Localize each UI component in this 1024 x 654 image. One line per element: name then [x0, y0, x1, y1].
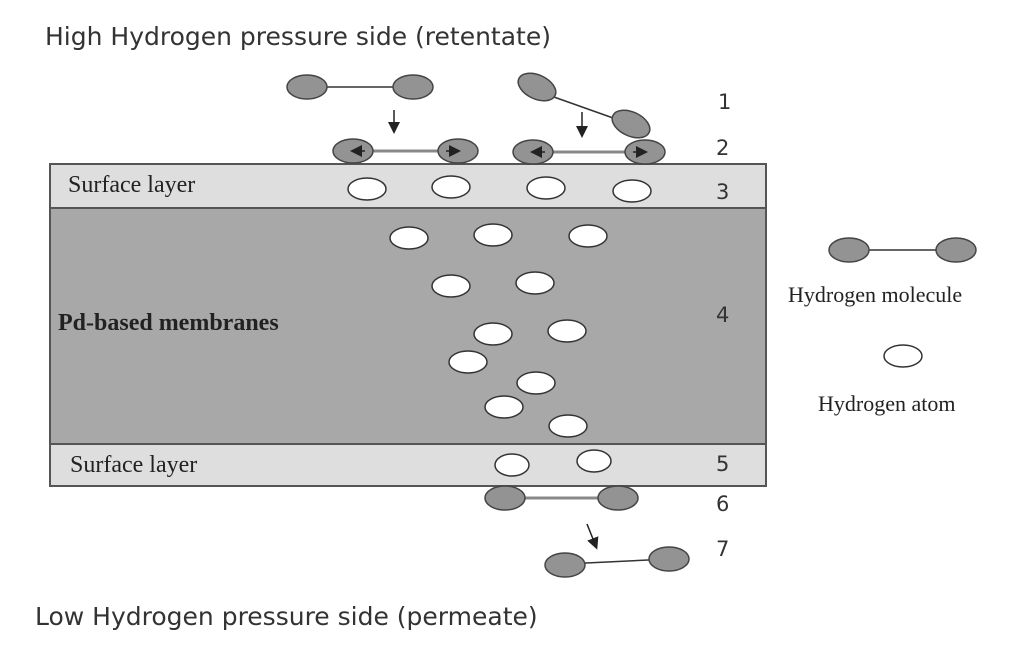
bulk-atoms [389, 223, 608, 438]
bottom-label: Low Hydrogen pressure side (permeate) [35, 602, 538, 631]
step-number: 7 [716, 537, 729, 561]
molecule-dissociating-1 [332, 138, 479, 164]
step-number: 3 [716, 180, 729, 204]
legend-atom-label: Hydrogen atom [818, 391, 955, 416]
legend-molecule-label: Hydrogen molecule [788, 282, 962, 307]
surface-atoms-top [347, 175, 652, 203]
step-number: 1 [718, 90, 731, 114]
step-number: 5 [716, 452, 729, 476]
legend-molecule-icon [828, 237, 977, 263]
arrow-down-right-icon [586, 523, 599, 550]
molecule-desorbed [544, 546, 690, 578]
bottom-surface-label: Surface layer [70, 452, 197, 478]
legend-atom-icon [883, 344, 923, 368]
molecule-recombined [484, 485, 639, 511]
molecule-incoming-2 [517, 72, 651, 139]
molecule-dissociating-2 [512, 139, 666, 165]
molecule-incoming-1 [286, 74, 434, 100]
bottom-surface-layer [49, 443, 767, 487]
surface-atoms-bottom [494, 449, 612, 477]
top-label: High Hydrogen pressure side (retentate) [45, 22, 551, 51]
step-number: 6 [716, 492, 729, 516]
step-number: 2 [716, 136, 729, 160]
membrane-label: Pd-based membranes [58, 310, 279, 336]
top-surface-label: Surface layer [68, 172, 195, 198]
legend: Hydrogen molecule Hydrogen atom [788, 237, 977, 416]
step-number: 4 [716, 303, 729, 327]
